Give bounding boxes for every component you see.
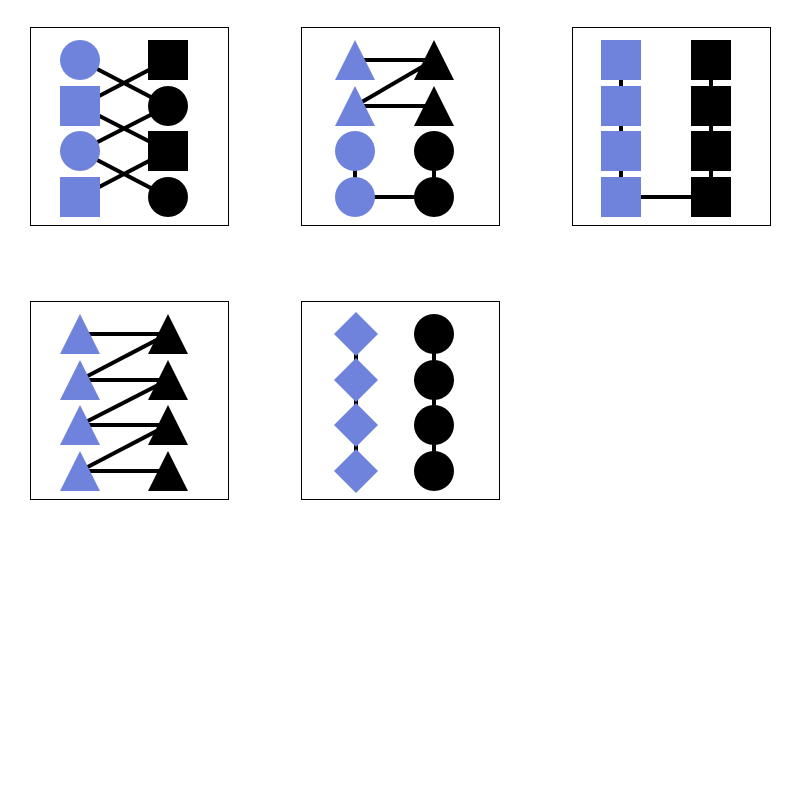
panel-1-left-square-node-4 [60, 177, 100, 217]
panel-4-left-triangle-node-1 [60, 314, 100, 354]
panel-1-right-circle-node-2 [148, 86, 188, 126]
panel-2-right-circle-node-4 [414, 177, 454, 217]
panel-5-right-circle-node-1 [414, 314, 454, 354]
panel-1-left-circle-node-3 [60, 131, 100, 171]
panel-4-right-triangle-node-3 [148, 405, 188, 445]
panel-4-right-triangle-node-2 [148, 360, 188, 400]
graph-panel-2 [301, 27, 500, 226]
panel-1-right-square-node-3 [148, 131, 188, 171]
panel-4-right-triangle-node-1 [148, 314, 188, 354]
graph-panel-3 [572, 27, 771, 226]
panel-5-left-diamond-node-3 [334, 403, 378, 447]
panel-4-edge-4 [79, 378, 169, 427]
panel-4-left-triangle-node-4 [60, 451, 100, 491]
graph-panel-1 [30, 27, 229, 226]
panel-3-right-square-node-2 [691, 86, 731, 126]
panel-1-right-circle-node-4 [148, 177, 188, 217]
panel-2-right-triangle-node-1 [414, 40, 454, 80]
panel-3-left-square-node-3 [601, 131, 641, 171]
panel-3-right-square-node-4 [691, 177, 731, 217]
panel-2-left-circle-node-3 [335, 131, 375, 171]
panel-2-right-circle-node-3 [414, 131, 454, 171]
panel-4-right-triangle-node-4 [148, 451, 188, 491]
panel-5-right-circle-node-3 [414, 405, 454, 445]
panel-2-left-triangle-node-1 [335, 40, 375, 80]
panel-5-right-circle-node-4 [414, 451, 454, 491]
panel-5-left-diamond-node-4 [334, 449, 378, 493]
panel-3-right-square-node-3 [691, 131, 731, 171]
panel-4-edge-2 [79, 332, 169, 382]
graph-panel-5 [301, 301, 500, 500]
panel-1-left-square-node-2 [60, 86, 100, 126]
panel-2-right-triangle-node-2 [414, 86, 454, 126]
panel-1-left-circle-node-1 [60, 40, 100, 80]
panel-3-left-square-node-4 [601, 177, 641, 217]
panel-1-right-square-node-1 [148, 40, 188, 80]
panel-5-frame [301, 301, 500, 500]
panel-3-left-square-node-2 [601, 86, 641, 126]
panel-5-right-circle-node-2 [414, 360, 454, 400]
panel-4-edge-6 [79, 423, 169, 473]
panel-4-left-triangle-node-2 [60, 360, 100, 400]
panel-5-left-diamond-node-2 [334, 358, 378, 402]
panel-5-left-diamond-node-1 [334, 312, 378, 356]
panel-2-left-triangle-node-2 [335, 86, 375, 126]
panel-3-left-square-node-1 [601, 40, 641, 80]
graph-panel-4 [30, 301, 229, 500]
panel-4-left-triangle-node-3 [60, 405, 100, 445]
panel-2-left-circle-node-4 [335, 177, 375, 217]
panel-3-right-square-node-1 [691, 40, 731, 80]
